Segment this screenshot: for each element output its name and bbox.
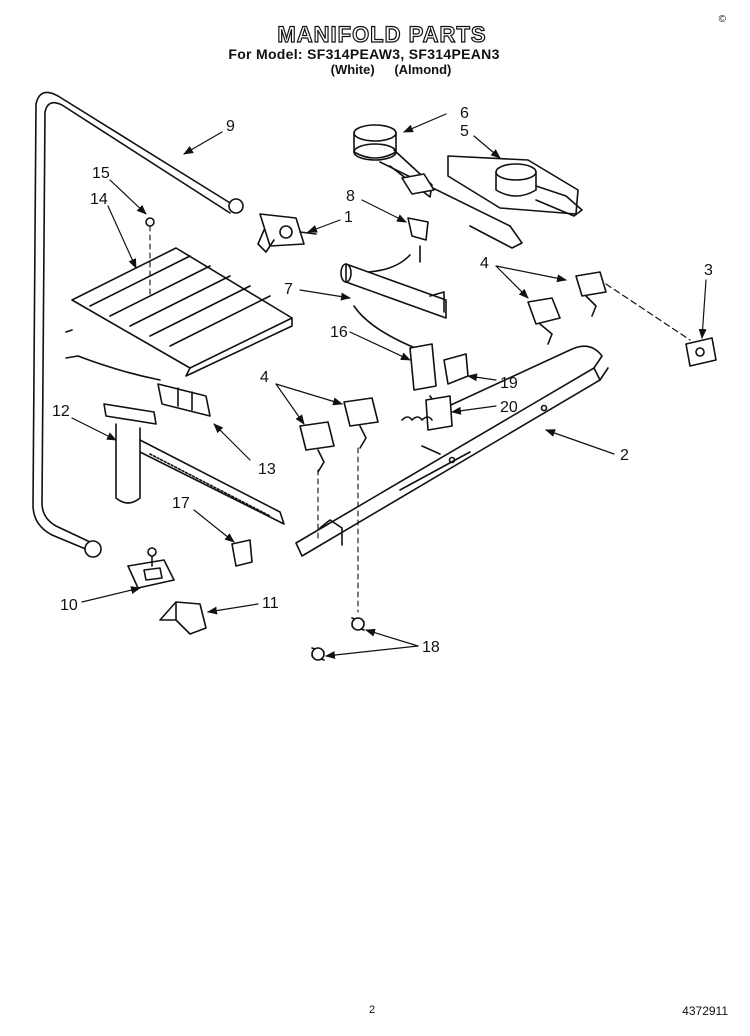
callout-9: 9 — [226, 118, 235, 135]
leader-lines — [71, 113, 707, 660]
clip-part-17 — [231, 539, 253, 567]
callout-16: 16 — [330, 324, 348, 341]
callout-7: 7 — [284, 281, 293, 298]
gas-valve-part-1 — [257, 213, 317, 253]
top-burner-part-5 — [447, 155, 583, 217]
callout-6: 6 — [460, 105, 469, 122]
burner-valves-left-part-4 — [299, 397, 379, 613]
callout-19: 19 — [500, 375, 518, 392]
manifold-bar-part-2 — [295, 345, 609, 557]
screw-part-15 — [145, 217, 155, 297]
burner-valves-right-part-4 — [527, 271, 691, 345]
igniter-part-20 — [401, 395, 453, 455]
callout-18: 18 — [422, 639, 440, 656]
callout-5: 5 — [460, 123, 469, 140]
callout-15: 15 — [92, 165, 110, 182]
document-code: 4372911 — [682, 1004, 728, 1018]
manifold-pipe-part-7 — [340, 254, 447, 351]
oven-burner-part-13 — [65, 329, 211, 417]
callout-10: 10 — [60, 597, 78, 614]
page-title: MANIFOLD PARTS — [277, 21, 487, 47]
callout-20: 20 — [500, 399, 518, 416]
callout-17: 17 — [172, 495, 190, 512]
callout-13: 13 — [258, 461, 276, 478]
callouts: 9 6 5 15 8 14 1 4 3 7 16 4 19 20 12 2 13… — [52, 105, 713, 656]
page-number: 2 — [369, 1004, 376, 1016]
spark-module-part-16 — [409, 343, 437, 391]
burner-tube-part-12 — [103, 403, 285, 525]
corner-mark: © — [718, 14, 726, 25]
mounting-bracket-part-11 — [159, 601, 207, 635]
support-bracket-part-10 — [127, 547, 175, 589]
color-almond-label: (Almond) — [394, 62, 452, 77]
burner-baffle-part-14 — [71, 247, 293, 377]
color-line: (White) (Almond) — [32, 62, 750, 77]
bracket-part-8 — [407, 217, 429, 263]
color-white-label: (White) — [330, 62, 375, 77]
callout-8: 8 — [346, 188, 355, 205]
model-line: For Model: SF314PEAW3, SF314PEAN3 — [228, 46, 500, 62]
header: MANIFOLD PARTS For Model: SF314PEAW3, SF… — [0, 21, 750, 77]
callout-2: 2 — [620, 447, 629, 464]
screws-part-18 — [311, 617, 365, 661]
callout-1: 1 — [344, 209, 353, 226]
callout-11: 11 — [262, 595, 279, 612]
callout-3: 3 — [704, 262, 713, 279]
supply-tube-part-9 — [32, 91, 244, 558]
igniter-switch-part-3 — [685, 337, 717, 367]
callout-12: 12 — [52, 403, 70, 420]
callout-4-right: 4 — [480, 255, 489, 272]
callout-4-left: 4 — [260, 369, 269, 386]
callout-14: 14 — [90, 191, 108, 208]
wire-harness-part-19 — [443, 353, 469, 385]
top-burner-part-6 — [353, 124, 523, 249]
